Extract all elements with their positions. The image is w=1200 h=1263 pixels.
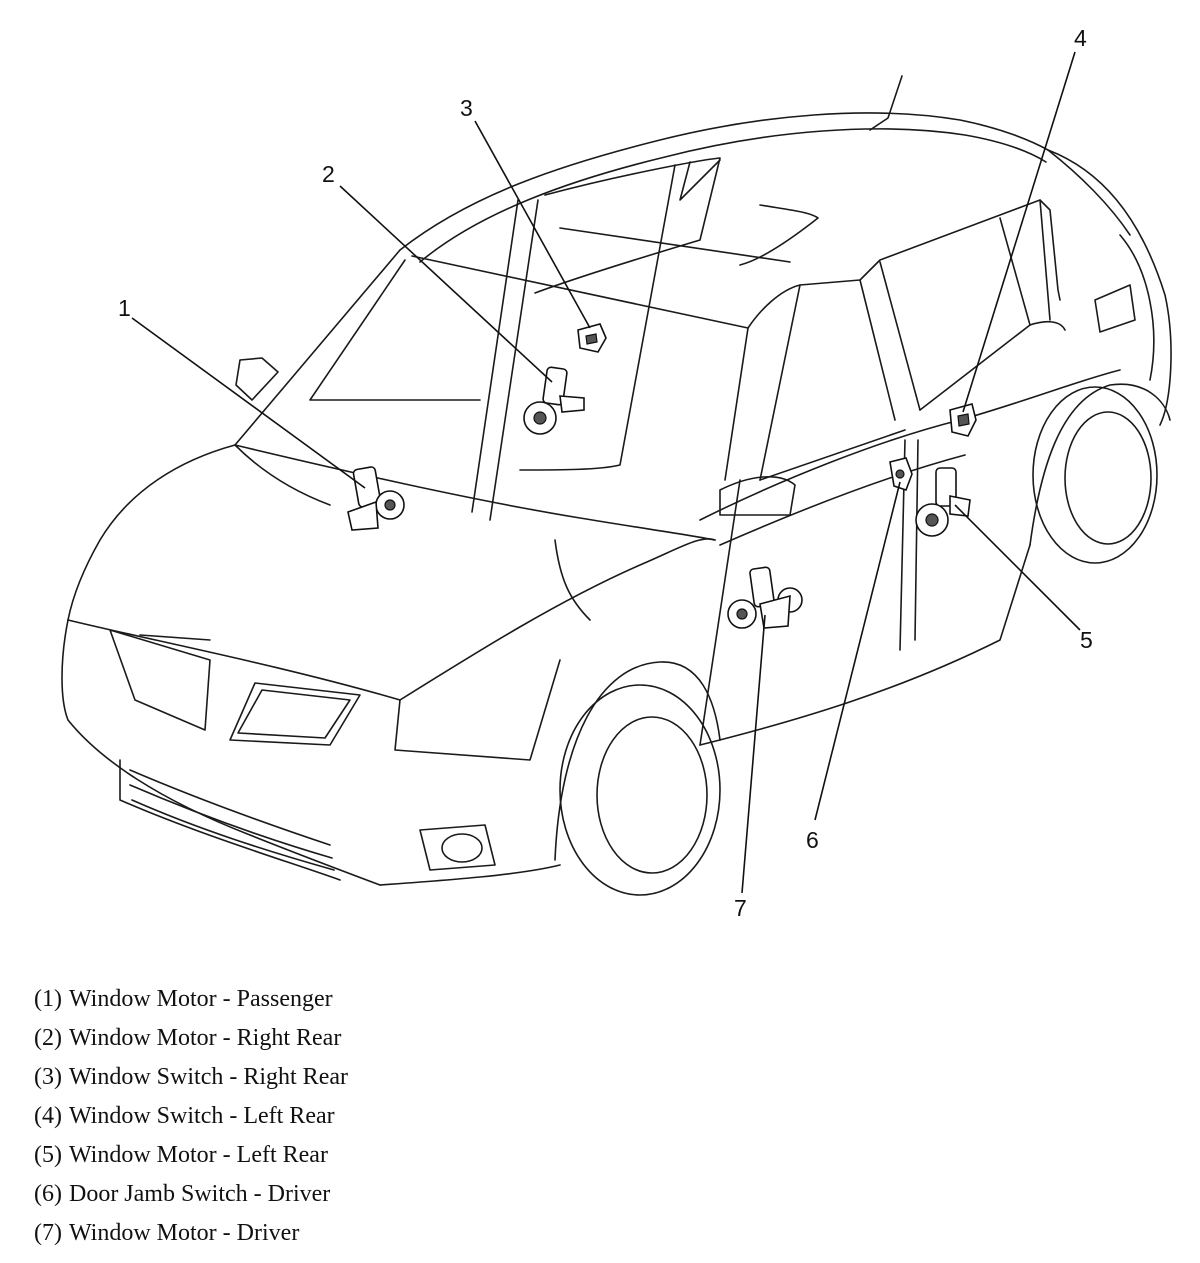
callout-leader-7 xyxy=(741,614,766,894)
legend-number: (5) xyxy=(34,1142,62,1168)
legend-number: (2) xyxy=(34,1025,62,1051)
legend-number: (4) xyxy=(34,1103,62,1129)
legend-item: (3)Window Switch - Right Rear xyxy=(34,1058,734,1097)
legend-item: (1)Window Motor - Passenger xyxy=(34,980,734,1019)
vehicle-component-locator-diagram: 1 2 3 4 5 6 7 xyxy=(61,25,1172,921)
callout-number-2: 2 xyxy=(322,161,335,187)
window-motor-passenger-part xyxy=(347,466,405,531)
vehicle-outline xyxy=(61,75,1172,896)
callout-number-3: 3 xyxy=(460,95,473,121)
legend-number: (6) xyxy=(34,1181,62,1207)
legend-number: (3) xyxy=(34,1064,62,1090)
legend-text: Window Switch - Right Rear xyxy=(68,1064,348,1090)
callout-number-7: 7 xyxy=(734,895,747,921)
legend-item: (7)Window Motor - Driver xyxy=(34,1214,734,1253)
window-switch-left-rear-part xyxy=(949,403,977,437)
legend-text: Door Jamb Switch - Driver xyxy=(68,1181,331,1207)
callout-number-1: 1 xyxy=(118,295,131,321)
callout-leader-3 xyxy=(474,120,591,329)
parts-legend: (1)Window Motor - Passenger (2)Window Mo… xyxy=(34,980,734,1253)
legend-text: Window Motor - Right Rear xyxy=(68,1025,342,1051)
window-switch-right-rear-part xyxy=(577,323,607,353)
legend-item: (2)Window Motor - Right Rear xyxy=(34,1019,734,1058)
callout-leader-4 xyxy=(962,51,1076,413)
legend-text: Window Motor - Driver xyxy=(68,1220,300,1246)
window-motor-driver-part xyxy=(727,566,803,629)
door-jamb-switch-driver-part xyxy=(889,457,913,492)
callout-leader-5 xyxy=(954,504,1081,631)
legend-item: (5)Window Motor - Left Rear xyxy=(34,1136,734,1175)
callout-number-4: 4 xyxy=(1074,25,1087,51)
legend-text: Window Motor - Left Rear xyxy=(68,1142,328,1168)
window-motor-left-rear-part xyxy=(915,467,971,537)
legend-text: Window Switch - Left Rear xyxy=(68,1103,335,1129)
window-motor-right-rear-part xyxy=(523,366,585,435)
callout-leader-1 xyxy=(131,317,366,489)
legend-number: (1) xyxy=(34,986,62,1012)
callout-number-6: 6 xyxy=(806,827,819,853)
legend-item: (6)Door Jamb Switch - Driver xyxy=(34,1175,734,1214)
legend-text: Window Motor - Passenger xyxy=(68,986,333,1012)
callout-leader-2 xyxy=(339,185,553,383)
legend-number: (7) xyxy=(34,1220,62,1246)
callout-number-5: 5 xyxy=(1080,627,1093,653)
callout-leader-6 xyxy=(814,481,901,821)
legend-item: (4)Window Switch - Left Rear xyxy=(34,1097,734,1136)
